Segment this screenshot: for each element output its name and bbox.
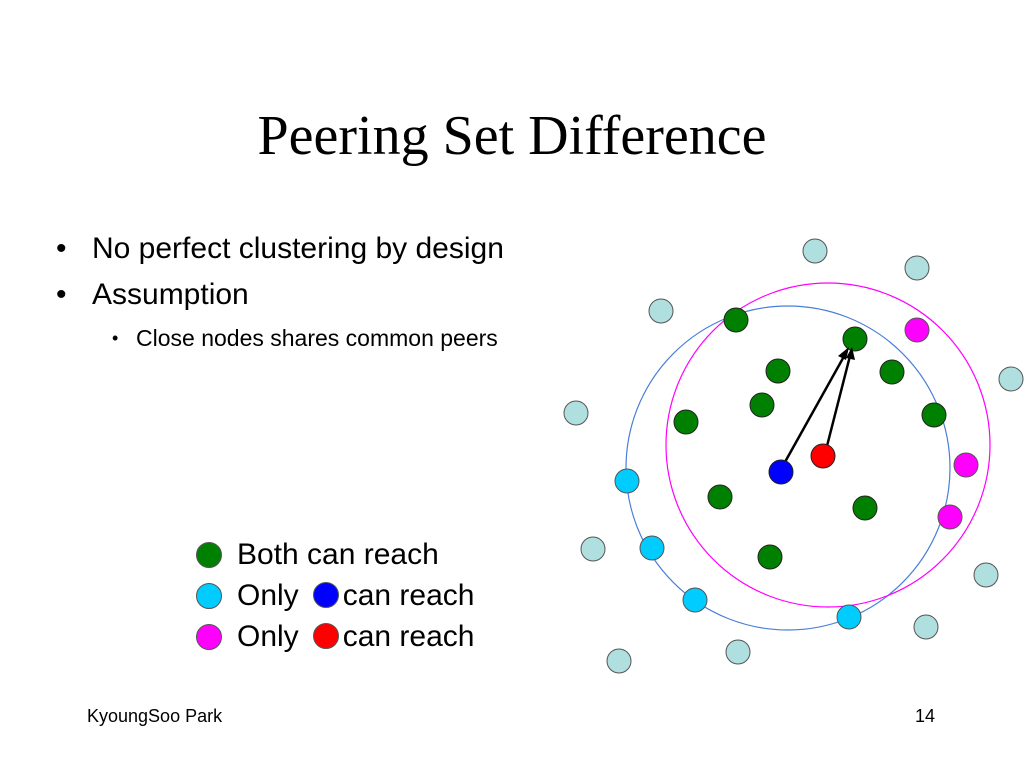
sub-bullet-item: Close nodes shares common peers xyxy=(56,318,504,358)
outside-node xyxy=(606,648,632,674)
only-blue-node xyxy=(836,604,862,630)
only-blue-node xyxy=(682,587,708,613)
both-node xyxy=(879,359,905,385)
outside-node xyxy=(802,238,828,264)
blue-peer-range-circle xyxy=(625,305,951,631)
red-source-node xyxy=(810,443,836,469)
legend-inline-red-node xyxy=(312,623,339,649)
both-node xyxy=(765,358,791,384)
page-number: 14 xyxy=(915,706,936,726)
outside-node xyxy=(580,536,606,562)
both-node xyxy=(842,326,868,352)
both-node xyxy=(673,409,699,435)
legend-prefix: Only xyxy=(237,620,299,653)
bullet-list: No perfect clustering by design Assumpti… xyxy=(56,226,504,358)
outside-nodes xyxy=(563,238,1024,674)
arrow-shaft xyxy=(783,350,849,463)
both-node xyxy=(852,495,878,521)
arrow-head xyxy=(846,347,855,360)
slide-title: Peering Set Difference xyxy=(257,105,767,167)
both-nodes xyxy=(673,307,947,570)
both-node xyxy=(749,392,775,418)
bullet-item: Assumption xyxy=(56,272,504,318)
footer-author: KyoungSoo Park xyxy=(87,706,223,726)
only-blue-node xyxy=(614,468,640,494)
legend-swatch xyxy=(196,624,222,650)
only-blue-node xyxy=(639,535,665,561)
outside-node xyxy=(648,298,674,324)
both-node xyxy=(921,402,947,428)
legend-inline-blue-node xyxy=(312,582,339,608)
outside-node xyxy=(725,639,751,665)
legend-label: Only can reach xyxy=(237,575,474,616)
only-red-node xyxy=(937,504,963,530)
outside-node xyxy=(913,614,939,640)
arrow-shaft xyxy=(825,351,853,447)
only-red-nodes xyxy=(904,317,979,530)
outside-node xyxy=(563,400,589,426)
peer-arrows xyxy=(783,347,855,463)
arrow-head xyxy=(838,347,849,360)
legend-label: Both can reach xyxy=(237,538,439,571)
blue-source-node xyxy=(768,459,794,485)
red-peer-range-circle xyxy=(665,282,991,608)
only-red-node xyxy=(904,317,930,343)
only-red-node xyxy=(953,452,979,478)
bullet-item: No perfect clustering by design xyxy=(56,226,504,272)
legend-prefix: Only xyxy=(237,579,299,612)
legend-swatch xyxy=(196,542,222,568)
outside-node xyxy=(904,255,930,281)
legend-swatch xyxy=(196,583,222,609)
only-blue-nodes xyxy=(614,468,862,630)
both-node xyxy=(707,484,733,510)
outside-node xyxy=(973,562,999,588)
legend-suffix: can reach xyxy=(342,579,475,612)
legend-suffix: can reach xyxy=(342,620,475,653)
outside-node xyxy=(998,366,1024,392)
both-node xyxy=(723,307,749,333)
both-node xyxy=(757,544,783,570)
legend-label: Only can reach xyxy=(237,616,474,657)
